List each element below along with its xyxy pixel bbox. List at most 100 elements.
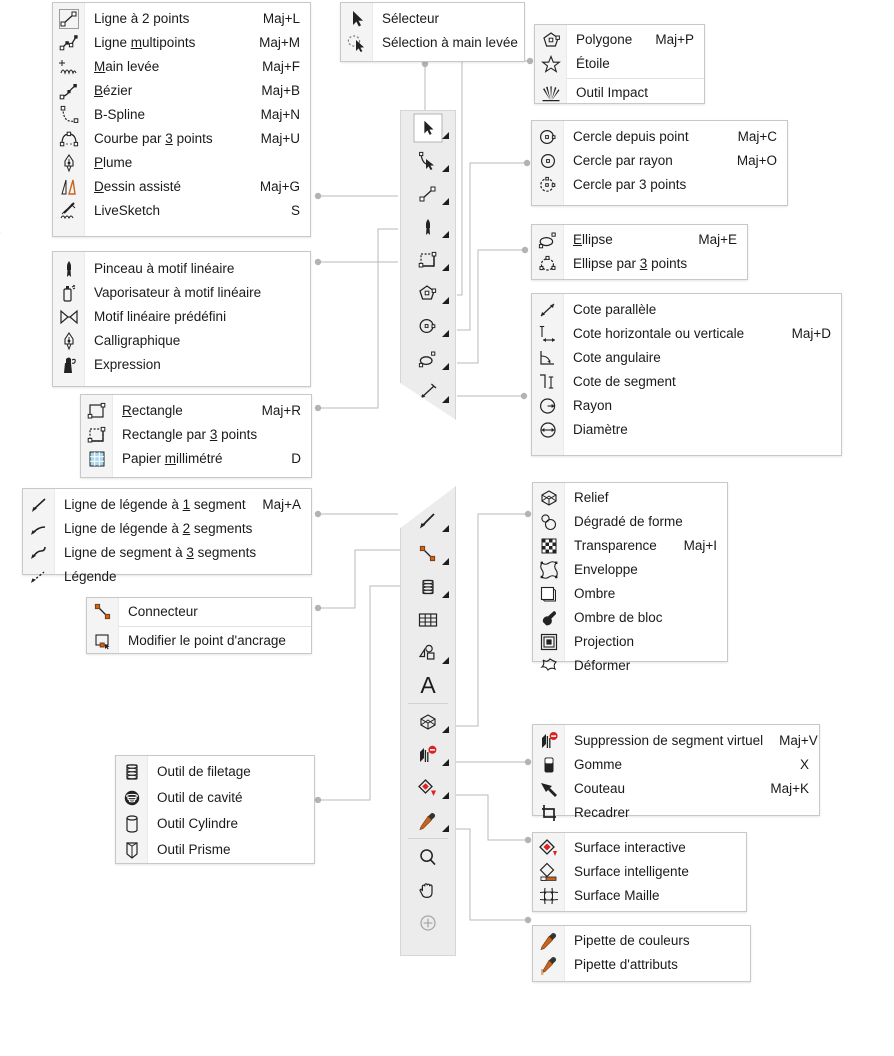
- toolbar-button-callout[interactable]: [401, 504, 455, 537]
- fill-tools-flyout[interactable]: Surface interactive Surface intelligente…: [532, 832, 747, 912]
- crop-tools-flyout[interactable]: Suppression de segment virtuel Maj+V Gom…: [532, 724, 820, 821]
- toolbar-button-table[interactable]: [401, 603, 455, 636]
- menu-item-segment-dimension[interactable]: Cote de segment: [532, 370, 841, 394]
- menu-item-prism-tool[interactable]: Outil Prisme: [116, 837, 314, 863]
- menu-item-graph-paper[interactable]: Papier millimétré D: [81, 447, 311, 471]
- toolbar-button-circle[interactable]: [401, 309, 455, 342]
- menu-item-parallel-dimension[interactable]: Cote parallèle: [532, 298, 841, 322]
- toolbar-button-pan[interactable]: [401, 873, 455, 906]
- menu-item-callout[interactable]: Légende: [23, 565, 311, 589]
- eyedropper-tools-flyout[interactable]: Pipette de couleurs Pipette d'attributs: [532, 925, 751, 982]
- toolbar-button-zoom[interactable]: [401, 840, 455, 873]
- menu-item-ellipse[interactable]: Ellipse Maj+E: [532, 228, 747, 252]
- toolbar-button-rectangle[interactable]: [401, 243, 455, 276]
- menu-item-livesketch[interactable]: LiveSketch S: [53, 199, 310, 223]
- menu-item-angular-dimension[interactable]: Cote angulaire: [532, 346, 841, 370]
- rectangle-tools-flyout[interactable]: Rectangle Maj+R Rectangle par 3 points P…: [80, 394, 312, 478]
- menu-item-block-shadow[interactable]: Ombre de bloc: [533, 606, 727, 630]
- menu-item-distort[interactable]: Déformer: [533, 654, 727, 678]
- toolbar-button-crop[interactable]: [401, 738, 455, 771]
- menu-item-eraser[interactable]: Gomme X: [533, 753, 819, 777]
- toolbar-button-extrude[interactable]: [401, 705, 455, 738]
- toolbar-button-artistic-media[interactable]: [401, 210, 455, 243]
- menu-item-smart-fill[interactable]: Surface intelligente: [533, 860, 746, 884]
- toolbar-button-eyedropper[interactable]: [401, 804, 455, 837]
- menu-item-pen[interactable]: Plume: [53, 151, 310, 175]
- toolbar-button-connector[interactable]: [401, 537, 455, 570]
- toolbar-button-dimension[interactable]: [401, 375, 455, 408]
- menu-item-thread-tool[interactable]: Outil de filetage: [116, 759, 314, 785]
- menu-item-polyline[interactable]: Ligne multipoints Maj+M: [53, 31, 310, 55]
- menu-item-brush[interactable]: Pinceau à motif linéaire: [53, 257, 310, 281]
- curve-tools-flyout[interactable]: Ligne à 2 points Maj+L Ligne multipoints…: [52, 2, 311, 237]
- dimension-tools-flyout[interactable]: Cote parallèle Cote horizontale ou verti…: [531, 293, 842, 456]
- toolbar-button-add-tool[interactable]: [401, 906, 455, 939]
- menu-item-callout-1-segment[interactable]: Ligne de légende à 1 segment Maj+A: [23, 493, 311, 517]
- toolbar-button-line[interactable]: [401, 177, 455, 210]
- menu-item-calligraphy[interactable]: Calligraphique: [53, 329, 310, 353]
- menu-item-sprayer[interactable]: Vaporisateur à motif linéaire: [53, 281, 310, 305]
- toolbar-button-shape[interactable]: [401, 144, 455, 177]
- menu-item-knife[interactable]: Couteau Maj+K: [533, 777, 819, 801]
- menu-item-crop[interactable]: Recadrer: [533, 801, 819, 825]
- menu-item-horizontal-dimension[interactable]: Cote horizontale ou verticale Maj+D: [532, 322, 841, 346]
- menu-item-interactive-fill[interactable]: Surface interactive: [533, 836, 746, 860]
- menu-item-cavity-tool[interactable]: Outil de cavité: [116, 785, 314, 811]
- menu-item-freehand[interactable]: Main levée Maj+F: [53, 55, 310, 79]
- menu-item-circle-from-point[interactable]: Cercle depuis point Maj+C: [532, 125, 787, 149]
- upper-toolbox[interactable]: [400, 110, 456, 420]
- polygon-tools-flyout[interactable]: Polygone Maj+P Étoile Outil Impact: [534, 24, 705, 104]
- menu-item-preset-line[interactable]: Motif linéaire prédéfini: [53, 305, 310, 329]
- 3d-tools-flyout[interactable]: Outil de filetage Outil de cavité Outil …: [115, 755, 315, 864]
- menu-item-ellipse-3-points[interactable]: Ellipse par 3 points: [532, 252, 747, 276]
- toolbar-button-ellipse[interactable]: [401, 342, 455, 375]
- pick-tools-flyout[interactable]: Sélecteur Sélection à main levée: [340, 2, 525, 62]
- menu-item-transparency[interactable]: Transparence Maj+I: [533, 534, 727, 558]
- menu-item-impact[interactable]: Outil Impact: [535, 81, 704, 105]
- menu-item-b-spline[interactable]: B-Spline Maj+N: [53, 103, 310, 127]
- menu-item-connector[interactable]: Connecteur: [87, 600, 311, 624]
- menu-item-cylinder-tool[interactable]: Outil Cylindre: [116, 811, 314, 837]
- menu-item-contour[interactable]: Projection: [533, 630, 727, 654]
- menu-item-shadow[interactable]: Ombre: [533, 582, 727, 606]
- menu-item-attribute-eyedropper[interactable]: Pipette d'attributs: [533, 953, 750, 977]
- callout-tools-flyout[interactable]: Ligne de légende à 1 segment Maj+A Ligne…: [22, 488, 312, 583]
- toolbar-button-shapes[interactable]: [401, 636, 455, 669]
- menu-item-radius-dimension[interactable]: Rayon: [532, 394, 841, 418]
- menu-item-expression[interactable]: Expression: [53, 353, 310, 377]
- menu-item-star[interactable]: Étoile: [535, 52, 704, 76]
- toolbar-button-pick[interactable]: [401, 111, 455, 144]
- ellipse-tools-flyout[interactable]: Ellipse Maj+E Ellipse par 3 points: [531, 224, 748, 280]
- menu-item-diameter-dimension[interactable]: Diamètre: [532, 418, 841, 442]
- menu-item-anchor-point[interactable]: Modifier le point d'ancrage: [87, 629, 311, 653]
- toolbar-button-thread[interactable]: [401, 570, 455, 603]
- menu-item-virtual-segment-delete[interactable]: Suppression de segment virtuel Maj+V: [533, 729, 819, 753]
- menu-item-polygon[interactable]: Polygone Maj+P: [535, 28, 704, 52]
- menu-item-bezier[interactable]: Bézier Maj+B: [53, 79, 310, 103]
- menu-item-3-point-curve[interactable]: Courbe par 3 points Maj+U: [53, 127, 310, 151]
- menu-item-rectangle[interactable]: Rectangle Maj+R: [81, 399, 311, 423]
- effects-tools-flyout[interactable]: Relief Dégradé de forme Transparence Maj…: [532, 482, 728, 672]
- connector-tools-flyout[interactable]: Connecteur Modifier le point d'ancrage: [86, 597, 312, 654]
- menu-item-2-point-line[interactable]: Ligne à 2 points Maj+L: [53, 7, 310, 31]
- menu-item-3-point-rect[interactable]: Rectangle par 3 points: [81, 423, 311, 447]
- menu-item-callout-2-segment[interactable]: Ligne de légende à 2 segments: [23, 517, 311, 541]
- menu-item-circle-by-radius[interactable]: Cercle par rayon Maj+O: [532, 149, 787, 173]
- menu-item-freehand-select[interactable]: Sélection à main levée: [341, 31, 524, 55]
- menu-item-callout-3-segment[interactable]: Ligne de segment à 3 segments: [23, 541, 311, 565]
- artistic-media-flyout[interactable]: Pinceau à motif linéaire Vaporisateur à …: [52, 251, 311, 387]
- menu-item-smart-drawing[interactable]: Dessin assisté Maj+G: [53, 175, 310, 199]
- menu-item-accel: Maj+V: [779, 733, 818, 749]
- menu-item-circle-3-points[interactable]: Cercle par 3 points: [532, 173, 787, 197]
- menu-item-extrude[interactable]: Relief: [533, 486, 727, 510]
- toolbar-button-polygon[interactable]: [401, 276, 455, 309]
- menu-item-color-eyedropper[interactable]: Pipette de couleurs: [533, 929, 750, 953]
- circle-tools-flyout[interactable]: Cercle depuis point Maj+C Cercle par ray…: [531, 120, 788, 206]
- menu-item-blend[interactable]: Dégradé de forme: [533, 510, 727, 534]
- menu-item-envelope[interactable]: Enveloppe: [533, 558, 727, 582]
- toolbar-button-fill[interactable]: [401, 771, 455, 804]
- lower-toolbox[interactable]: A: [400, 486, 456, 956]
- menu-item-pick[interactable]: Sélecteur: [341, 7, 524, 31]
- toolbar-button-text[interactable]: A: [401, 669, 455, 702]
- menu-item-mesh-fill[interactable]: Surface Maille: [533, 884, 746, 908]
